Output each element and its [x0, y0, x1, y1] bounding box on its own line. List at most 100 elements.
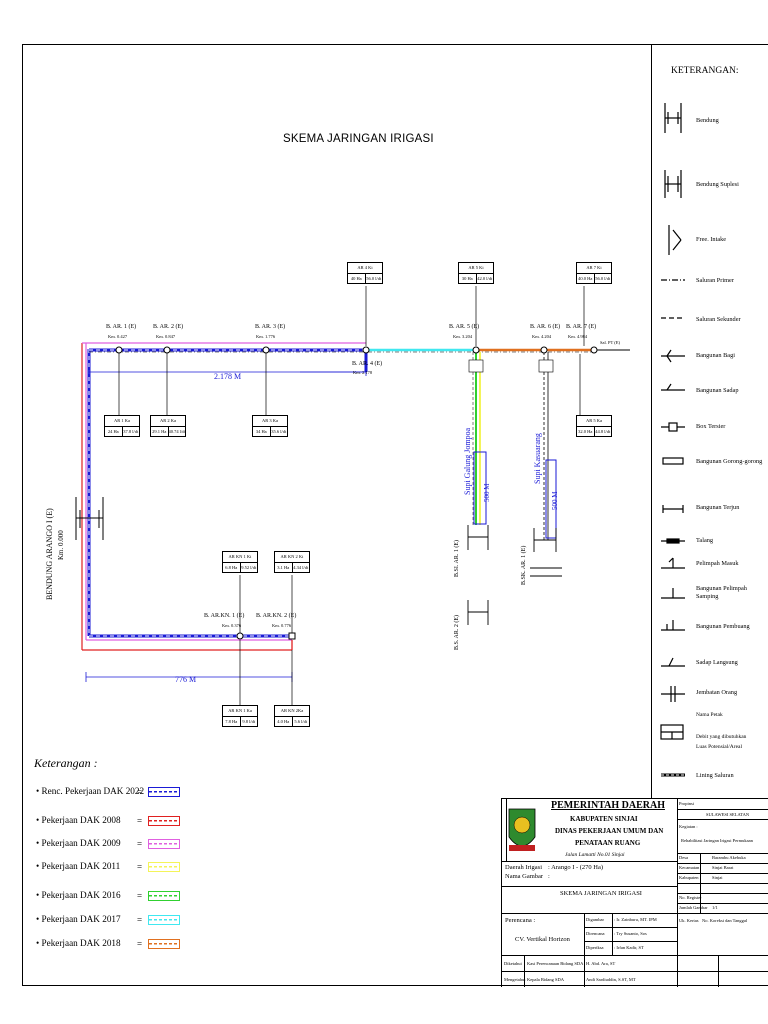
keterangan-label: Pekerjaan DAK 2018 [41, 938, 121, 948]
petak-area: 7.8 Ha [223, 717, 241, 727]
keterangan-row: • Pekerjaan DAK 2016 [36, 890, 121, 900]
tb-dinas1: DINAS PEKERJAAN UMUM DAN [555, 827, 664, 835]
jembatan-orang-icon [661, 686, 685, 702]
petak-area: 4.0 Ha [275, 717, 293, 727]
keterangan-label: Pekerjaan DAK 2017 [41, 914, 121, 924]
legend-title: KETERANGAN: [671, 66, 739, 76]
keterangan-row: • Pekerjaan DAK 2009 [36, 838, 121, 848]
tb-jml-v: 1/1 [712, 905, 718, 910]
petak-area: 29.1 Ha [151, 427, 169, 437]
petak-name: AR KN 2Ka [275, 706, 309, 717]
legend-petak-luas: Luas Potensial/Areal [696, 744, 742, 750]
node-bar3-km: Km. 1.776 [256, 334, 276, 339]
keterangan-label: Pekerjaan DAK 2016 [41, 890, 121, 900]
tb-jml-l: Jumlah Gambar [679, 905, 708, 910]
tb-kegiatan-l: Kegiatan : [679, 824, 698, 829]
node-barkn2: B. AR.KN. 2 (E) [256, 613, 297, 619]
petak-name: AR 1 Ka [105, 416, 139, 427]
supi-kasuarang-channel [538, 352, 557, 540]
legend-item-15: Jembatan Orang [696, 689, 738, 696]
petak-debit: 40.74 l/dt [168, 429, 186, 434]
tb-ng-label: Nama Gambar [505, 873, 544, 880]
tb-desa-v: Barambu Akebuka [712, 855, 746, 860]
petak-name: AR 7 Ki [577, 263, 611, 274]
bendung-km: Km. 0.000 [57, 530, 65, 560]
tb-desa-l: Desa [679, 855, 688, 860]
petak-debit: 44.8 l/dt [595, 429, 611, 434]
tb-kab: KABUPATEN SINJAI [570, 815, 638, 823]
node-bar1: B. AR. 1 (E) [106, 324, 137, 330]
petak-area: 30 Ha [459, 274, 477, 284]
pelimpah-masuk-icon [661, 557, 685, 569]
talang-icon [661, 538, 685, 544]
bsi-symbols [467, 525, 562, 625]
legend-item-10: Talang [696, 537, 714, 544]
tb-mengetahui-l: Mengetahui [504, 977, 526, 982]
petak-debit: 56.0 l/dt [366, 276, 382, 281]
tb-mengetahui-v: Kepala Bidang SDA [527, 977, 564, 982]
legend-item-1: Bendung Suplesi [696, 181, 739, 188]
keterangan-label: Pekerjaan DAK 2008 [41, 815, 121, 825]
sinjai-logo [508, 808, 536, 851]
legend-petak-nama: Nama Petak [696, 712, 723, 718]
petak-name: AR 5 Ki [459, 263, 493, 274]
petak-debit: 42.0 l/dt [477, 276, 493, 281]
keterangan-swatch [148, 839, 180, 849]
petak-debit: 5.6 l/dt [294, 719, 308, 724]
petak-name: AR 4 Ki [348, 263, 382, 274]
bangunan-bagi-icon [661, 349, 685, 363]
bangunan-pembuang-icon [661, 620, 685, 631]
node-bar2: B. AR. 2 (E) [153, 324, 184, 330]
bendung-icon [664, 103, 682, 133]
node-sal-end: Sal. PT (E) [600, 340, 621, 345]
keterangan-eq: = [137, 939, 143, 949]
legend-petak-debit: Debit yang dibutuhkan [696, 734, 747, 740]
bsk1-label: B.SK. AR. 1 (E) [520, 546, 527, 585]
petak-debit: 37.8 l/dt [123, 429, 139, 434]
tb-di-label: Daerah Irigasi [505, 864, 542, 871]
keterangan-swatch [148, 862, 180, 872]
distance-2178-label: 2.178 M [214, 372, 241, 381]
tb-propinsi-v: SULAWESI SELATAN [706, 812, 750, 817]
node-bar4: B. AR. 4 (E) [352, 361, 383, 367]
tb-digambar-v: : Ir. Zainburu, MT. IPM [614, 917, 657, 922]
keterangan-row: • Pekerjaan DAK 2011 [36, 861, 121, 871]
legend-item-9: Bangunan Terjun [696, 504, 740, 511]
node-bar5: B. AR. 5 (E) [449, 324, 480, 330]
tb-ukkertas: Uk. Kertas [679, 918, 699, 923]
legend-item-7: Box Tersier [696, 423, 726, 430]
petak-debit: 56.0 l/dt [595, 276, 611, 281]
title-block [501, 798, 768, 987]
tb-kec-l: Kecamatan [679, 865, 700, 870]
primary-left-vertical [81, 343, 91, 650]
supi-galung-label: Supi Galung Jompoa [463, 427, 472, 495]
petak-name: AR 5 Ka [577, 416, 611, 427]
petak-area: 34 Ha [253, 427, 271, 437]
legend-item-3: Saluran Primer [696, 277, 734, 284]
tb-alamat: Jalan Lamatti No.01 Sinjai [565, 852, 625, 858]
tb-di-value: : Arango I - (270 Ha) [548, 864, 604, 871]
supi-kasuarang-label: Supi Kasuarang [533, 433, 542, 484]
keterangan-eq: = [137, 915, 143, 925]
bendung-suplesi-icon [664, 170, 682, 198]
tb-mengetahui-n: Andi Sardiuddin, S.ST, MT [586, 977, 636, 982]
keterangan-row: • Pekerjaan DAK 2008 [36, 815, 121, 825]
distance-776-label: 776 M [175, 675, 196, 684]
keterangan-swatch [148, 816, 180, 826]
node-bar1-km: Km. 0.427 [108, 334, 128, 339]
petak-name: AR KN 1 Ka [223, 706, 257, 717]
bendung-name: BENDUNG ARANGO I (E) [45, 508, 54, 600]
keterangan-swatch [148, 891, 180, 901]
tb-perencana-label: Perencana : [505, 917, 536, 924]
legend-item-5: Bangunan Bagi [696, 352, 735, 359]
tb-propinsi-l: Propinsi [679, 801, 695, 806]
keterangan-swatch [148, 915, 180, 925]
node-bar4-km: Km. 2.178 [353, 370, 373, 375]
legend-item-6: Bangunan Sadap [696, 387, 739, 394]
box-tersier-icon [661, 422, 685, 432]
petak-area: 40.0 Ha [577, 274, 595, 284]
petak-name: AR 3 Ka [253, 416, 287, 427]
